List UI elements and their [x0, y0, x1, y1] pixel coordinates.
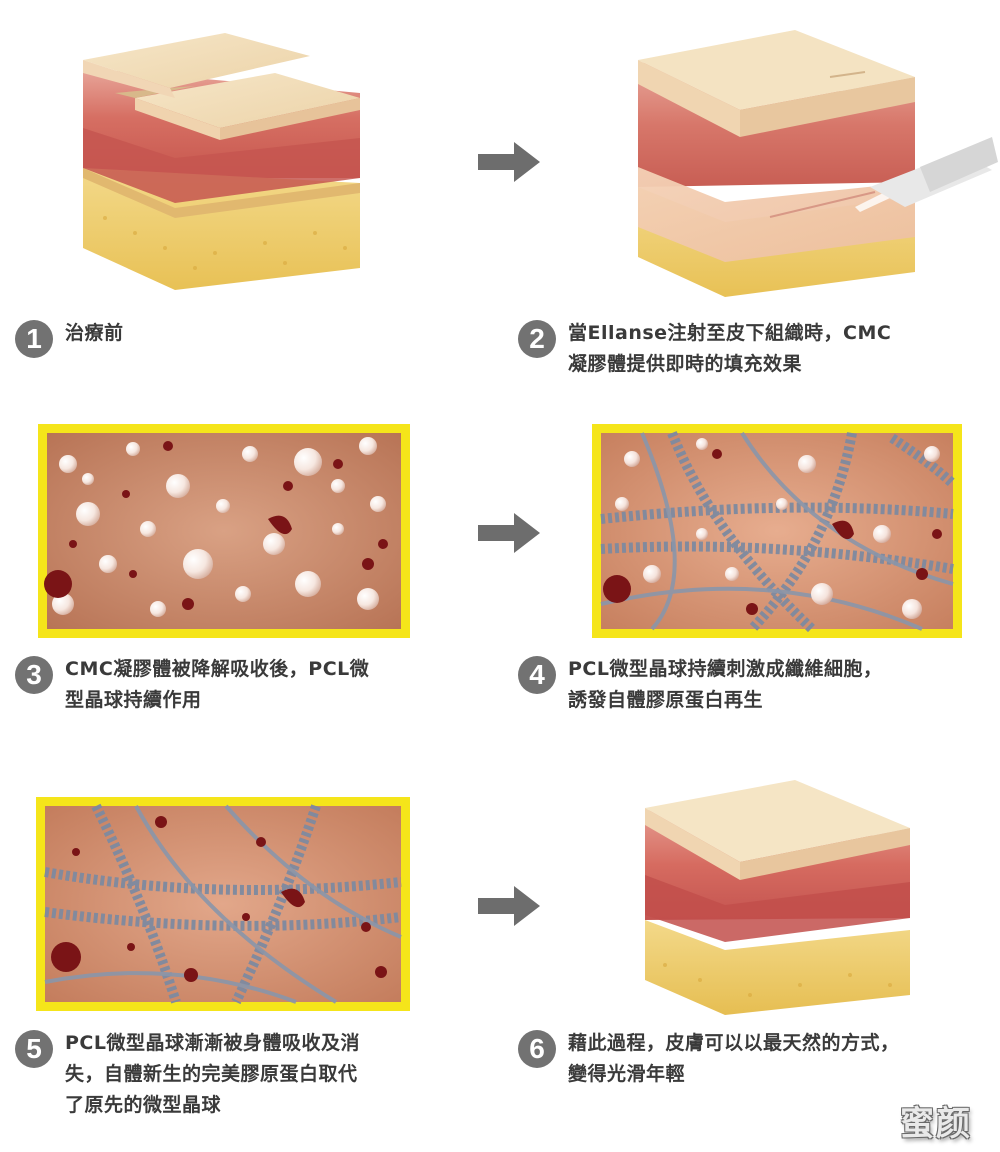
step-text: 當Ellanse注射至皮下組織時，CMC 凝膠體提供即時的填充效果 [568, 322, 892, 375]
step-number-badge: 2 [518, 320, 556, 358]
step-text: PCL微型晶球持續刺激成纖維細胞， 誘發自體膠原蛋白再生 [568, 658, 883, 711]
step-text: CMC凝膠體被降解吸收後，PCL微 型晶球持續作用 [65, 658, 370, 711]
step-text: PCL微型晶球漸漸被身體吸收及消 失，自體新生的完美膠原蛋白取代 了原先的微型晶… [65, 1032, 360, 1116]
step-number-badge: 1 [15, 320, 53, 358]
step-4-caption: 4 PCL微型晶球持續刺激成纖維細胞， 誘發自體膠原蛋白再生 [518, 654, 882, 716]
watermark-logo: 蜜颜 [900, 1103, 972, 1144]
step-5-caption: 5 PCL微型晶球漸漸被身體吸收及消 失，自體新生的完美膠原蛋白取代 了原先的微… [15, 1028, 360, 1121]
arrow-right-icon [478, 142, 540, 186]
skin-block-after [640, 770, 920, 1020]
skin-block-injection [630, 22, 1000, 302]
skin-block-before [75, 18, 375, 303]
step-1-caption: 1 治療前 [15, 318, 124, 358]
step-text: 治療前 [65, 322, 124, 344]
arrow-right-icon [478, 513, 540, 557]
step-text: 藉此過程，皮膚可以以最天然的方式， 變得光滑年輕 [568, 1032, 900, 1085]
arrow-right-icon [478, 886, 540, 930]
step-6-caption: 6 藉此過程，皮膚可以以最天然的方式， 變得光滑年輕 [518, 1028, 900, 1090]
step-number-badge: 5 [15, 1030, 53, 1068]
step-2-caption: 2 當Ellanse注射至皮下組織時，CMC 凝膠體提供即時的填充效果 [518, 318, 891, 380]
microsphere-panel-collagen-stimulation [592, 424, 962, 638]
step-number-badge: 6 [518, 1030, 556, 1068]
microsphere-panel-collagen-replacement [36, 797, 410, 1011]
step-number-badge: 3 [15, 656, 53, 694]
step-number-badge: 4 [518, 656, 556, 694]
microsphere-panel-gel-absorbed [38, 424, 410, 638]
step-3-caption: 3 CMC凝膠體被降解吸收後，PCL微 型晶球持續作用 [15, 654, 369, 716]
